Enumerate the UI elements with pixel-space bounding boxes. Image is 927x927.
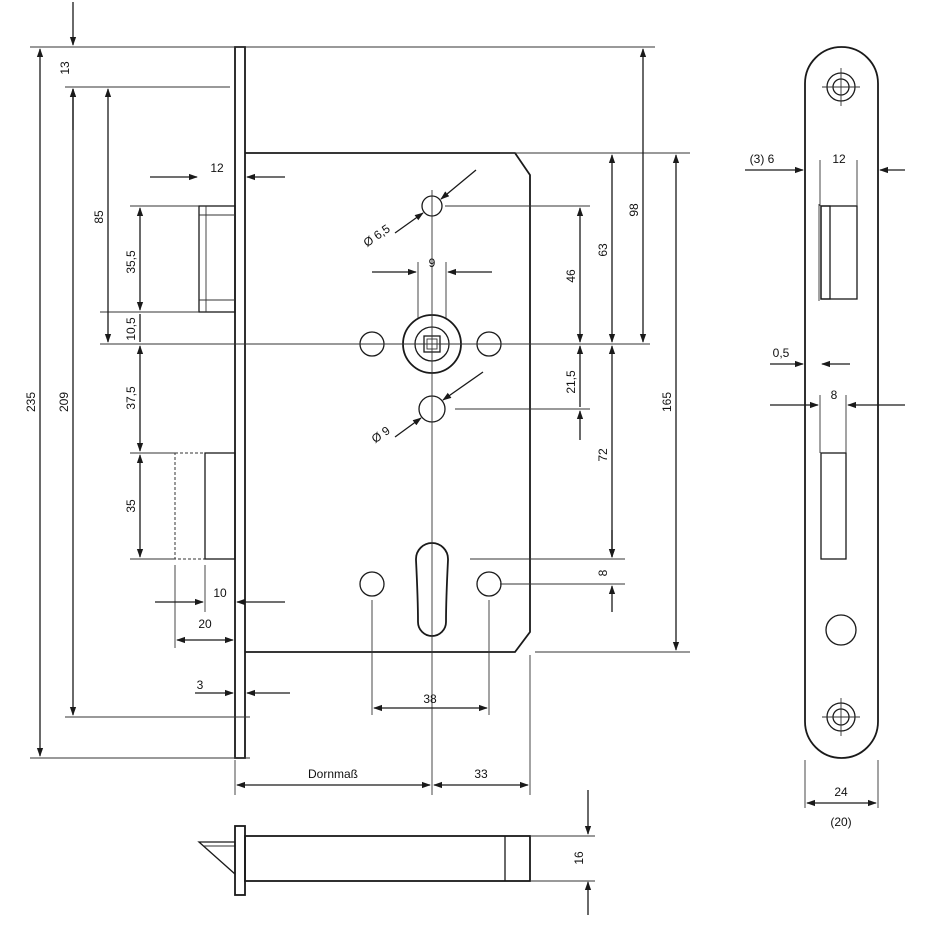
dim-16: 16 bbox=[572, 851, 586, 865]
faceplate-cylinder-hole bbox=[825, 614, 857, 646]
fp-dim-3-6: (3) 6 bbox=[750, 152, 775, 166]
dim-10: 10 bbox=[213, 586, 227, 600]
faceplate-outline bbox=[804, 46, 879, 759]
dim-72: 72 bbox=[596, 448, 610, 462]
dim-35-5: 35,5 bbox=[124, 250, 138, 274]
dim-20: 20 bbox=[198, 617, 212, 631]
dim-12-top: 12 bbox=[210, 161, 224, 175]
dim-38: 38 bbox=[423, 692, 437, 706]
dim-dia-6-5: Ø 6,5 bbox=[361, 221, 393, 249]
lock-case bbox=[245, 152, 531, 653]
fixing-hole-cyl-right bbox=[476, 571, 502, 597]
faceplate-screw-bottom bbox=[822, 698, 860, 736]
dim-209: 209 bbox=[57, 392, 71, 412]
dim-33: 33 bbox=[474, 767, 488, 781]
dim-85: 85 bbox=[92, 210, 106, 224]
dimension-labels: 13 235 209 85 35,5 10,5 37,5 35 12 10 20… bbox=[24, 61, 674, 865]
dim-13: 13 bbox=[58, 61, 72, 75]
cylinder-hole bbox=[415, 542, 449, 637]
lock-top-view bbox=[197, 825, 595, 896]
fixing-hole-cyl-left bbox=[359, 571, 385, 597]
faceplate-side-view: (3) 6 12 0,5 8 24 (20) bbox=[745, 46, 905, 829]
fp-dim-12: 12 bbox=[832, 152, 846, 166]
dim-21-5: 21,5 bbox=[564, 370, 578, 394]
dim-37-5: 37,5 bbox=[124, 386, 138, 410]
dim-98: 98 bbox=[627, 203, 641, 217]
fp-dim-8: 8 bbox=[831, 388, 838, 402]
dim-46: 46 bbox=[564, 269, 578, 283]
faceplate-bolt-opening bbox=[820, 452, 847, 560]
extension-lines bbox=[30, 46, 690, 795]
dim-165: 165 bbox=[660, 392, 674, 412]
dim-235: 235 bbox=[24, 392, 38, 412]
dim-3: 3 bbox=[197, 678, 204, 692]
faceplate-screw-top bbox=[822, 68, 860, 106]
fp-dim-20: (20) bbox=[830, 815, 851, 829]
dim-dornmass: Dornmaß bbox=[308, 767, 358, 781]
dead-bolt bbox=[174, 452, 236, 560]
fp-dim-0-5: 0,5 bbox=[773, 346, 790, 360]
dim-35: 35 bbox=[124, 499, 138, 513]
dim-10-5: 10,5 bbox=[124, 317, 138, 341]
lock-front-view bbox=[174, 46, 531, 795]
fp-dim-24: 24 bbox=[834, 785, 848, 799]
dim-dia-9: Ø 9 bbox=[369, 423, 393, 446]
faceplate-latch-opening bbox=[820, 205, 858, 300]
latch-bolt bbox=[198, 205, 236, 313]
front-plate bbox=[234, 46, 246, 759]
dimension-lines bbox=[36, 2, 680, 915]
dim-9-top: 9 bbox=[429, 256, 436, 270]
dim-63: 63 bbox=[596, 243, 610, 257]
dim-8-right: 8 bbox=[596, 569, 610, 576]
